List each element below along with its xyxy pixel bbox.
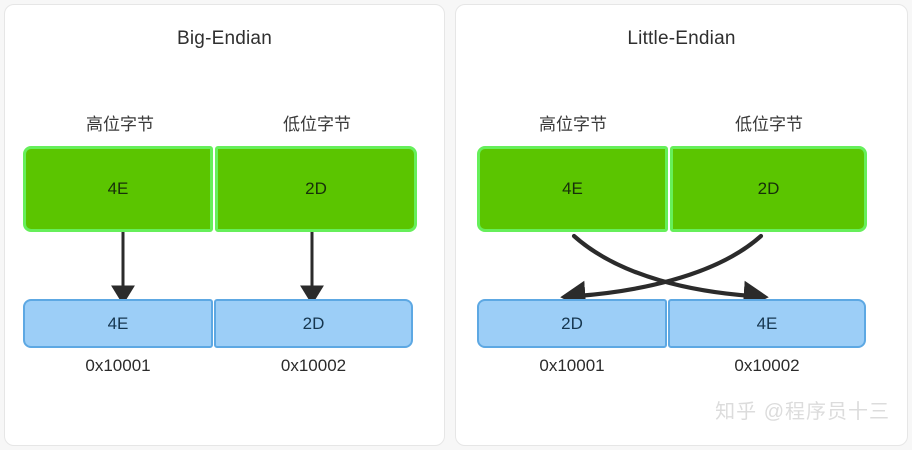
address-label-1-little-endian: 0x10001 — [539, 356, 605, 375]
memory-cell-2-big-endian: 2D — [214, 299, 413, 348]
arrow-low-byte-to-addr1-little-endian — [560, 233, 764, 304]
address-label-1-big-endian: 0x10001 — [85, 356, 151, 375]
word-cell-high-big-endian: 4E — [23, 146, 213, 232]
panel-title-big-endian: Big-Endian — [177, 28, 272, 49]
address-label-2-big-endian: 0x10002 — [280, 356, 347, 375]
arrow-high-byte-to-addr2-little-endian — [571, 233, 769, 304]
watermark: 知乎 @程序员十三 — [715, 401, 890, 423]
panel-little-endian: Little-Endian 高位字节 低位字节 4E 2D 2D 4E 0x10… — [455, 4, 908, 446]
byte-label-low-little-endian: 低位字节 — [735, 115, 803, 134]
word-row-big-endian: 4E 2D — [23, 146, 417, 232]
word-cell-low-little-endian: 2D — [670, 146, 867, 232]
word-cell-high-little-endian: 4E — [477, 146, 668, 232]
memory-cell-1-big-endian: 4E — [23, 299, 213, 348]
memory-row-little-endian: 2D 4E — [477, 299, 866, 348]
panel-title-little-endian: Little-Endian — [627, 28, 736, 49]
word-row-little-endian: 4E 2D — [477, 146, 867, 232]
byte-label-low-big-endian: 低位字节 — [283, 115, 351, 134]
panel-big-endian: Big-Endian 高位字节 低位字节 4E 2D 4E 2D 0x10001… — [4, 4, 445, 446]
memory-cell-1-little-endian: 2D — [477, 299, 667, 348]
arrows-big-endian — [111, 232, 324, 302]
memory-cell-2-little-endian: 4E — [668, 299, 866, 348]
memory-row-big-endian: 4E 2D — [23, 299, 413, 348]
word-cell-low-big-endian: 2D — [215, 146, 417, 232]
address-label-2-little-endian: 0x10002 — [734, 356, 800, 375]
byte-label-high-little-endian: 高位字节 — [539, 115, 607, 134]
arrows-little-endian — [560, 233, 769, 304]
byte-label-high-big-endian: 高位字节 — [86, 115, 154, 134]
